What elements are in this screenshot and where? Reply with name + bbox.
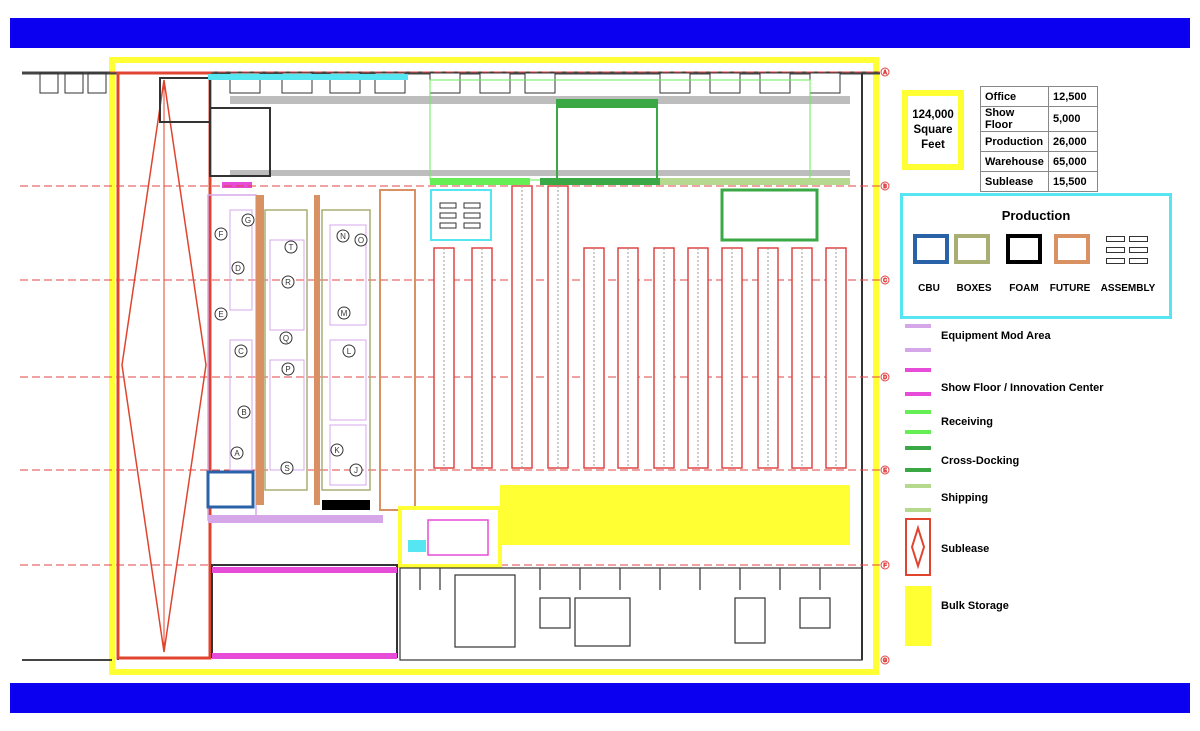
equipment-label: D <box>235 264 241 273</box>
grid-label: A <box>883 70 887 76</box>
legend-label: Equipment Mod Area <box>941 330 1051 342</box>
equipment-label: G <box>245 216 251 225</box>
assembly-label: ASSEMBLY <box>1100 283 1156 294</box>
dock-doors-left <box>39 72 107 94</box>
floor-plan: A B C D E F G A B C D E F G J K L M <box>20 57 890 675</box>
green-frame-icon <box>905 410 931 434</box>
bulk-storage-area <box>500 485 850 545</box>
magenta-frame-icon <box>905 368 931 396</box>
legend-label: Shipping <box>941 492 989 504</box>
area-value: 15,500 <box>1048 171 1098 192</box>
cbu-label: CBU <box>918 283 940 294</box>
area-value: 12,500 <box>1048 86 1098 107</box>
future-label: FUTURE <box>1049 283 1091 294</box>
equipment-label: B <box>241 408 246 417</box>
total-square-feet-box: 124,000 Square Feet <box>902 90 964 170</box>
assembly-area <box>430 188 819 242</box>
legend-label: Bulk Storage <box>941 600 1009 612</box>
dark-green-frame-icon <box>905 446 931 472</box>
equipment-label: K <box>334 446 340 455</box>
grid-label: F <box>883 563 886 569</box>
yellow-block-icon <box>905 586 931 646</box>
equipment-label: S <box>284 464 289 473</box>
equipment-label: Q <box>283 334 289 343</box>
area-name: Warehouse <box>980 151 1049 172</box>
light-green-frame-icon <box>905 484 931 512</box>
assembly-tables-icon <box>1106 236 1150 264</box>
grid-label: G <box>883 658 887 664</box>
legend-label: Receiving <box>941 416 993 428</box>
foam-label: FOAM <box>1009 283 1039 294</box>
bottom-banner <box>10 683 1190 713</box>
legend-label: Cross-Docking <box>941 455 1020 467</box>
equipment-label: R <box>285 278 291 287</box>
future-swatch-icon <box>1054 234 1090 264</box>
equipment-label: N <box>340 232 346 241</box>
equipment-label: O <box>358 236 364 245</box>
area-name: Show Floor <box>980 106 1049 132</box>
production-area <box>206 189 416 523</box>
production-legend-title: Production <box>1001 208 1071 223</box>
production-legend: Production CBU BOXES FOAM FUTURE ASSEMBL… <box>900 193 1172 319</box>
equipment-label: E <box>218 310 223 319</box>
legend-label: Show Floor / Innovation Center <box>941 382 1104 394</box>
equipment-label: F <box>219 230 224 239</box>
show-floor-area <box>211 506 502 659</box>
grid-label: D <box>883 375 887 381</box>
boxes-swatch-icon <box>954 234 990 264</box>
equipment-label: M <box>341 309 348 318</box>
area-value: 5,000 <box>1048 106 1098 132</box>
lavender-frame-icon <box>905 324 931 352</box>
cbu-swatch-icon <box>913 234 949 264</box>
column-grid-lines <box>20 71 880 566</box>
boxes-label: BOXES <box>956 283 992 294</box>
total-square-feet-label: 124,000 Square Feet <box>908 96 958 164</box>
equipment-label: L <box>347 347 352 356</box>
building-outline <box>109 57 879 675</box>
equipment-label: J <box>354 466 358 475</box>
area-name: Sublease <box>980 171 1049 192</box>
grid-label: B <box>883 184 887 190</box>
area-name: Office <box>980 86 1049 107</box>
grid-label: E <box>883 468 887 474</box>
equipment-label: P <box>285 365 290 374</box>
red-diamond-frame-icon <box>905 518 931 576</box>
equipment-label: C <box>238 347 244 356</box>
equipment-label: T <box>289 243 294 252</box>
area-value: 26,000 <box>1048 131 1098 152</box>
legend-label: Sublease <box>941 543 990 555</box>
area-name: Production <box>980 131 1049 152</box>
equipment-label: A <box>234 449 240 458</box>
area-value: 65,000 <box>1048 151 1098 172</box>
warehouse-racks <box>433 185 847 469</box>
sublease-area <box>116 71 212 660</box>
office-area <box>399 567 863 661</box>
top-banner <box>10 18 1190 48</box>
foam-swatch-icon <box>1006 234 1042 264</box>
grid-label: C <box>883 278 887 284</box>
